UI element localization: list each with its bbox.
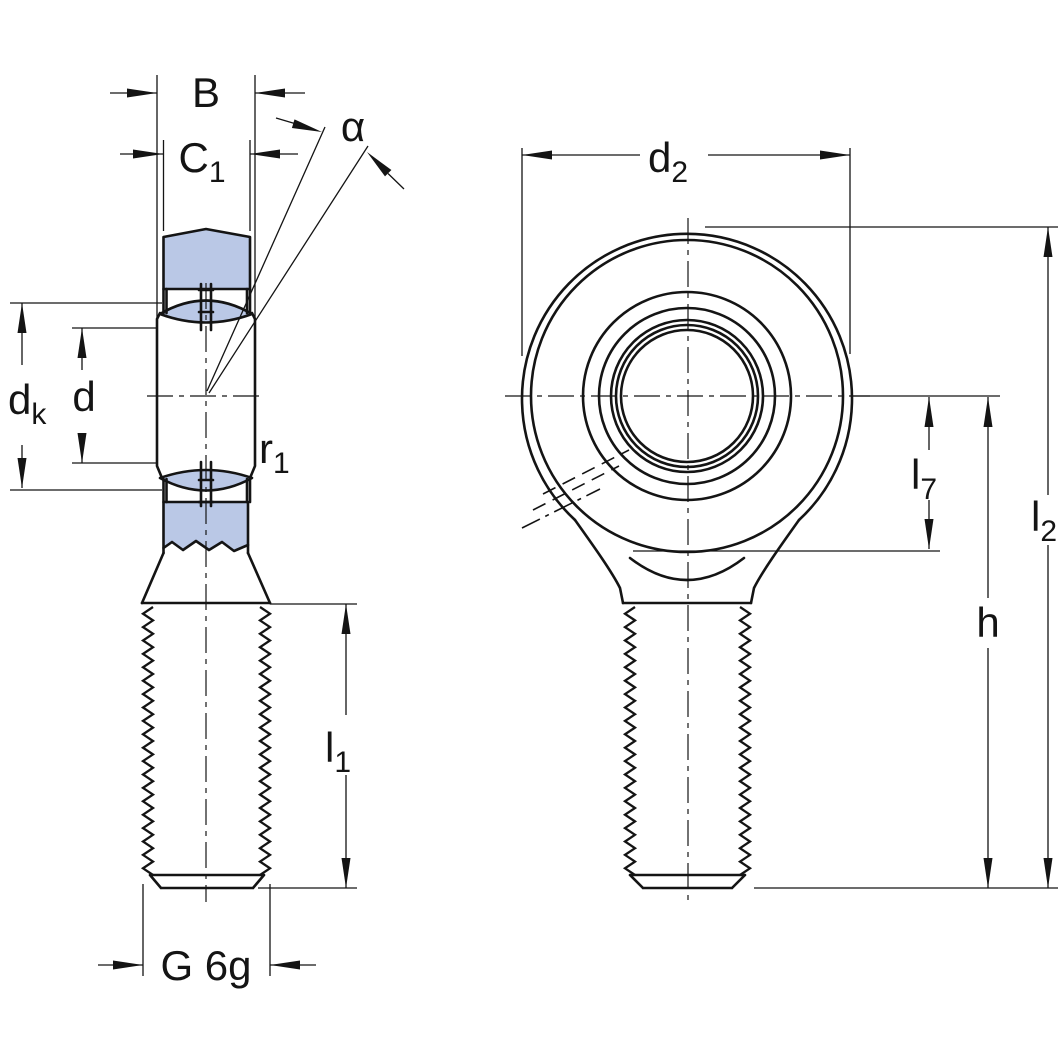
arrowhead bbox=[924, 519, 934, 549]
head-outer-arc bbox=[520, 232, 854, 522]
ext-g bbox=[142, 884, 271, 976]
label-l1: l1 bbox=[325, 724, 351, 779]
label-r1: r1 bbox=[259, 425, 290, 480]
ext-b bbox=[156, 75, 256, 318]
arrowhead bbox=[924, 397, 934, 427]
arrowhead bbox=[1043, 858, 1053, 888]
right-part-outline bbox=[520, 232, 854, 890]
neck-right bbox=[749, 518, 801, 605]
arrowhead bbox=[820, 150, 850, 160]
ref-l1 bbox=[258, 603, 357, 889]
shank-flare bbox=[140, 551, 272, 605]
arrowhead bbox=[77, 433, 87, 463]
arrowhead bbox=[250, 149, 280, 159]
right-centerlines bbox=[505, 218, 1000, 903]
left-view: B C1 α dk d r1 bbox=[8, 69, 405, 989]
ball-right-face bbox=[248, 311, 257, 480]
ext-dk bbox=[10, 302, 162, 491]
tilt-axis bbox=[521, 488, 601, 529]
label-dk: dk bbox=[8, 376, 47, 431]
shank-head-section bbox=[162, 500, 250, 553]
arrowhead bbox=[291, 119, 322, 132]
lube-slot-bottom bbox=[197, 460, 215, 508]
thread-edge bbox=[257, 606, 273, 876]
thread-end-left bbox=[148, 873, 266, 890]
ext-d bbox=[72, 327, 158, 464]
label-h: h bbox=[976, 599, 999, 646]
lube-slot-top bbox=[197, 282, 215, 332]
tilt-bore-edge bbox=[532, 465, 620, 511]
arrowhead bbox=[77, 328, 87, 358]
label-l7: l7 bbox=[911, 451, 937, 506]
housing-head-section bbox=[162, 227, 252, 291]
arrowhead bbox=[983, 397, 993, 427]
arrowhead bbox=[983, 858, 993, 888]
arrowhead bbox=[522, 150, 552, 160]
ext-d2 bbox=[521, 148, 851, 356]
ball-left-face bbox=[155, 311, 164, 480]
label-b: B bbox=[192, 69, 220, 116]
label-thread: G 6g bbox=[160, 942, 251, 989]
arrowhead bbox=[133, 149, 163, 159]
head-chin-arc bbox=[628, 556, 746, 582]
right-dimensions: d2 l7 h l2 bbox=[521, 134, 1058, 889]
arrowhead bbox=[113, 960, 143, 970]
thread-edge bbox=[140, 606, 156, 876]
arrowhead bbox=[127, 88, 157, 98]
right-view: d2 l7 h l2 bbox=[505, 134, 1058, 903]
left-thread bbox=[140, 606, 273, 876]
tilt-bore-edge bbox=[542, 449, 630, 495]
alpha-arrow-shaft-2 bbox=[387, 173, 405, 190]
outer-ring-left-edge bbox=[162, 287, 168, 315]
label-d: d bbox=[72, 373, 95, 420]
left-dimensions: B C1 α dk d r1 bbox=[8, 69, 405, 989]
label-c1: C1 bbox=[178, 134, 225, 189]
label-alpha: α bbox=[341, 103, 365, 150]
arrowhead bbox=[367, 152, 392, 177]
label-l2: l2 bbox=[1031, 493, 1057, 548]
arrowhead bbox=[255, 88, 285, 98]
label-d2: d2 bbox=[648, 134, 688, 189]
thread-edge bbox=[737, 606, 753, 876]
arrowhead bbox=[341, 604, 351, 634]
neck-left bbox=[573, 518, 625, 605]
arrowhead bbox=[341, 858, 351, 888]
arrowhead bbox=[1043, 227, 1053, 257]
strip-right-bottom bbox=[245, 477, 252, 504]
left-centerlines bbox=[147, 283, 263, 902]
arrowhead bbox=[17, 458, 27, 488]
ext-c1 bbox=[162, 140, 251, 231]
alpha-line-2 bbox=[208, 145, 369, 394]
arrowhead bbox=[17, 303, 27, 333]
alpha-line-1 bbox=[206, 126, 326, 392]
left-part-outline bbox=[140, 282, 272, 890]
arrowhead bbox=[270, 960, 300, 970]
strip-left-bottom bbox=[162, 477, 168, 504]
right-thread bbox=[622, 606, 753, 876]
thread-edge bbox=[622, 606, 638, 876]
